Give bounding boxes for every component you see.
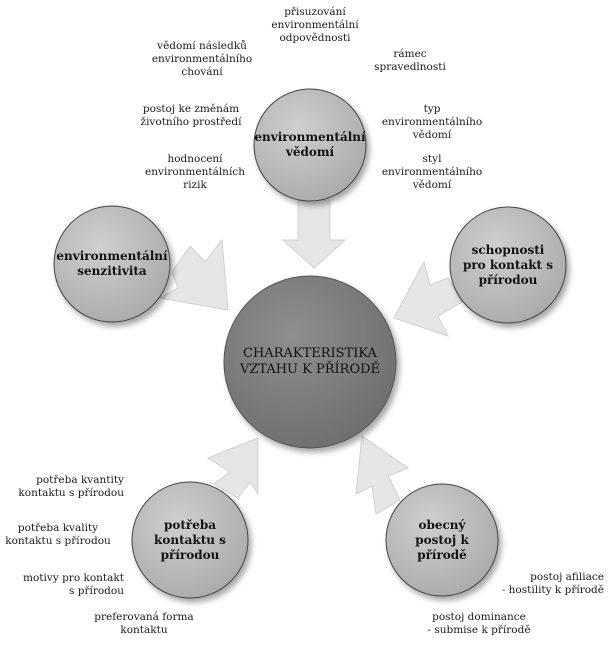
arrow-from-sensitivity (158, 238, 229, 311)
node-circle-abilities (449, 206, 567, 324)
arrow-from-need (206, 437, 259, 499)
node-circle-attitude (385, 483, 499, 597)
node-label-abilities: schopnosti pro kontakt s přírodou (462, 242, 554, 287)
node-label-need: potřeba kontaktu s přírodou (154, 517, 226, 562)
awareness-item-style: styl environmentálního vědomí (381, 153, 483, 191)
attitude-item-dominance: postoj dominance - submise k přírodě (427, 611, 531, 636)
need-item-quality: potřeba kvality kontaktu s přírodou (5, 522, 111, 547)
node-circle-sensitivity (53, 205, 171, 323)
center-label: CHARAKTERISTIKA VZTAHU K PŘÍRODĚ (239, 346, 381, 377)
arrow-from-abilities (393, 260, 463, 337)
arrow-from-attitude (355, 435, 410, 515)
node-circle-awareness (253, 88, 367, 202)
node-label-sensitivity: environmentální senzitivita (56, 249, 168, 278)
attitude-item-affiliation: postoj afiliace - hostility k přírodě (501, 571, 604, 596)
awareness-item-type: typ environmentálního vědomí (381, 103, 483, 141)
awareness-item-risks: hodnocení environmentálních rizik (145, 153, 245, 191)
need-item-quantity: potřeba kvantity kontaktu s přírodou (18, 474, 124, 499)
awareness-item-justice: rámec spravedlnosti (374, 48, 446, 73)
center-circle (223, 275, 397, 449)
node-label-attitude: obecný postoj k přírodě (415, 517, 469, 562)
arrow-from-awareness (281, 199, 347, 269)
need-item-motives: motivy pro kontakt s přírodou (23, 572, 124, 597)
node-circle-need (131, 481, 249, 599)
node-label-awareness: environmentální vědomí (254, 130, 366, 159)
awareness-item-consequences: vědomí následků environmentálního chován… (151, 40, 253, 78)
awareness-item-attitude-change: postoj ke změnám životního prostředí (140, 103, 242, 128)
need-item-form: preferovaná forma kontaktu (94, 611, 194, 636)
awareness-item-responsibility: přisuzování environmentální odpovědnosti (271, 6, 359, 44)
